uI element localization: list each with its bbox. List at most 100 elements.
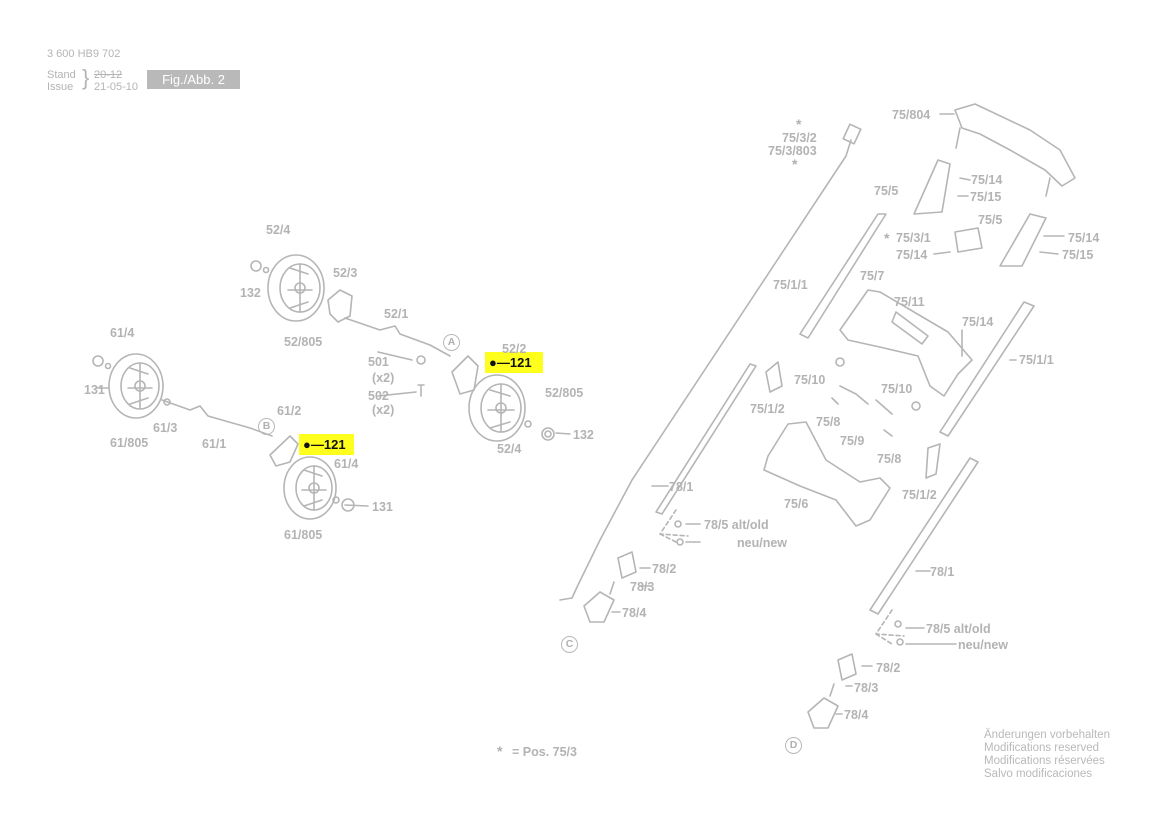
label-61-4-left: 61/4: [110, 326, 135, 340]
label-52-3: 52/3: [333, 266, 358, 280]
label-75-5-b: 75/5: [978, 213, 1003, 227]
footer-note-en: Modifications reserved: [984, 742, 1100, 754]
cap-78-4-right: [807, 697, 839, 729]
label-75-5-a: 75/5: [874, 184, 899, 198]
footer-note-fr: Modifications réservées: [984, 755, 1105, 767]
label-61-1: 61/1: [202, 437, 227, 451]
old-date: 20-12: [94, 69, 123, 81]
bracket-52-3: [327, 289, 353, 323]
label-75-15-b: 75/15: [1062, 248, 1094, 262]
star-marker-bottom: *: [792, 156, 798, 172]
label-x2-b: (x2): [372, 403, 395, 417]
rear-wheel-top: [267, 254, 325, 322]
bracket-75-7: [839, 289, 973, 397]
axle-52-1: [344, 317, 451, 357]
label-61-4-right: 61/4: [334, 457, 359, 471]
callout-b: B: [258, 418, 275, 435]
label-78-1-right: 78/1: [930, 565, 955, 579]
label-75-804: 75/804: [892, 108, 931, 122]
tube-75-1-1-left: [799, 213, 887, 339]
plug-78-2-left: [617, 551, 637, 579]
label-78-4-left: 78/4: [622, 606, 647, 620]
label-75-14-d: 75/14: [962, 315, 994, 329]
axle-61-1: [161, 399, 273, 437]
label-75-3-803: 75/3/803: [768, 144, 817, 158]
washer-132-right: [541, 427, 555, 441]
tube-78-1-right: [869, 457, 979, 615]
label-75-14-c: 75/14: [1068, 231, 1100, 245]
label-78-4-right: 78/4: [844, 708, 869, 722]
bowden-cable: [559, 139, 852, 601]
label-78-2-left: 78/2: [652, 562, 677, 576]
label-75-1-2-left: 75/1/2: [750, 402, 785, 416]
sleeve-75-5-a: [913, 159, 951, 215]
new-date: 21-05-10: [94, 81, 139, 93]
label-61-805-bottom: 61/805: [284, 528, 323, 542]
brace: }: [82, 65, 90, 90]
label-502: 502: [368, 389, 389, 403]
bracket-75-6: [763, 421, 891, 527]
plug-78-2-right: [837, 653, 857, 681]
label-131-right: 131: [372, 500, 393, 514]
label-78-5-right: 78/5 alt/old: [926, 622, 991, 636]
label-501: 501: [368, 355, 389, 369]
label-61-2: 61/2: [277, 404, 302, 418]
callout-c: C: [561, 636, 578, 653]
label-132-top: 132: [240, 286, 261, 300]
wheel-61-805-left: [108, 353, 164, 419]
label-75-14-b: 75/14: [896, 248, 928, 262]
label-neu-right: neu/new: [958, 638, 1009, 652]
label-78-5-left: 78/5 alt/old: [704, 518, 769, 532]
doc-number: 3 600 HB9 702: [47, 48, 121, 60]
label-75-3-2: 75/3/2: [782, 131, 817, 145]
cap-78-4-left: [583, 591, 615, 623]
tube-78-1-left: [655, 363, 757, 515]
wheel-52-805-right: [468, 374, 526, 442]
label-78-2-right: 78/2: [876, 661, 901, 675]
clip-75-3-1: [954, 227, 983, 253]
label-neu-left: neu/new: [737, 536, 788, 550]
label-75-10-a: 75/10: [794, 373, 826, 387]
footer-note-de: Änderungen vorbehalten: [984, 729, 1110, 741]
label-75-10-b: 75/10: [881, 382, 913, 396]
star-note-text: = Pos. 75/3: [512, 745, 577, 759]
label-52-1: 52/1: [384, 307, 409, 321]
label-75-7: 75/7: [860, 269, 885, 283]
label-75-3-1: 75/3/1: [896, 231, 931, 245]
sleeve-75-5-b: [999, 213, 1047, 267]
callout-d: D: [785, 737, 802, 754]
label-75-9: 75/9: [840, 434, 865, 448]
label-78-1-left: 78/1: [669, 480, 694, 494]
part-121-a: ●—121: [489, 355, 532, 370]
label-x2-a: (x2): [372, 371, 395, 385]
highlight-121-a: [485, 352, 543, 373]
issue-label: Issue: [47, 81, 74, 93]
label-75-6: 75/6: [784, 497, 809, 511]
label-75-1-1-left: 75/1/1: [773, 278, 808, 292]
label-52-805-top: 52/805: [284, 335, 323, 349]
footer-note-es: Salvo modificaciones: [984, 768, 1093, 780]
callout-a: A: [443, 334, 460, 351]
part-121-b: ●—121: [303, 437, 346, 452]
highlight-121-b: [299, 434, 354, 455]
label-75-8-a: 75/8: [816, 415, 841, 429]
label-52-805-right: 52/805: [545, 386, 584, 400]
label-75-14-a: 75/14: [971, 173, 1003, 187]
label-61-805-left: 61/805: [110, 436, 149, 450]
label-75-1-2-right: 75/1/2: [902, 488, 937, 502]
label-75-8-b: 75/8: [877, 452, 902, 466]
star-marker-top: *: [796, 116, 802, 132]
figure-label: Fig./Abb. 2: [147, 70, 240, 89]
label-78-3-right: 78/3: [854, 681, 879, 695]
label-52-4-top: 52/4: [266, 223, 291, 237]
stand-label: Stand: [47, 69, 76, 81]
wheel-61-805-bottom: [283, 456, 337, 520]
label-75-11: 75/11: [894, 295, 925, 309]
bracket-52-2: [451, 355, 479, 395]
washer-132-top: [250, 260, 262, 272]
label-75-1-1-right: 75/1/1: [1019, 353, 1054, 367]
grip-75-11: [891, 311, 929, 345]
handle-75-804: [954, 103, 1076, 187]
label-132-right: 132: [573, 428, 594, 442]
